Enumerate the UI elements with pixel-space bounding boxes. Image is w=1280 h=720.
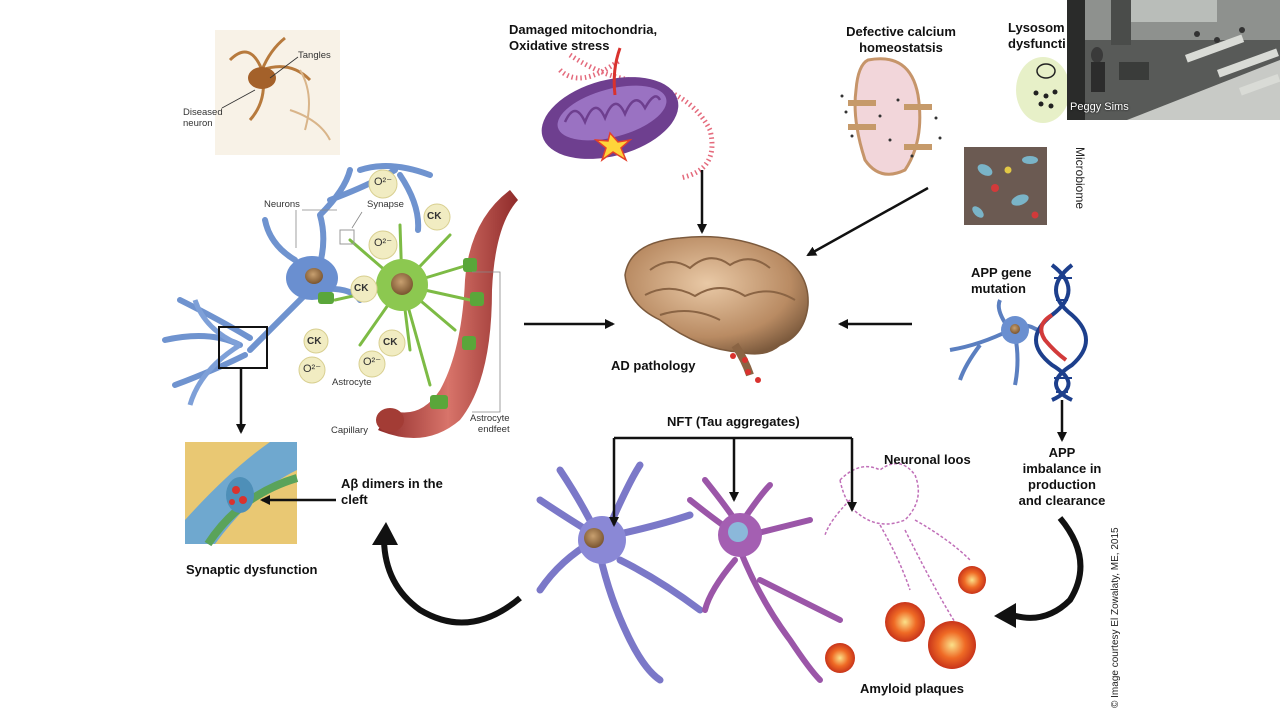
label-microbiome: Microbiome bbox=[1073, 147, 1087, 210]
label-astrocyte: Astrocyte bbox=[332, 377, 372, 388]
calcium-cell-illustration bbox=[840, 57, 942, 176]
label-ck-1: CK bbox=[427, 211, 442, 222]
label-synapse: Synapse bbox=[367, 199, 404, 210]
brain-illustration bbox=[624, 235, 809, 383]
label-defective-calcium: Defective calcium homeostatsis bbox=[846, 24, 956, 55]
label-damaged-mitochondria: Damaged mitochondria, Oxidative stress bbox=[509, 22, 658, 53]
amyloid-plaques bbox=[825, 566, 986, 673]
label-diseased-neuron: Diseased neuron bbox=[183, 107, 223, 129]
label-ck-2: CK bbox=[354, 283, 369, 294]
label-neurons: Neurons bbox=[264, 199, 300, 210]
label-o2-2: O²⁻ bbox=[374, 237, 393, 249]
label-ab-dimers: Aβ dimers in the cleft bbox=[341, 476, 443, 507]
nft-neuron-1 bbox=[536, 461, 704, 684]
label-ad-pathology: AD pathology bbox=[611, 358, 696, 373]
label-app-imbalance: APP imbalance in production and clearanc… bbox=[1018, 445, 1106, 508]
label-o2-3: O²⁻ bbox=[363, 356, 382, 368]
neurovascular-unit-illustration bbox=[162, 163, 518, 438]
curved-arrows bbox=[372, 516, 1084, 628]
label-capillary: Capillary bbox=[331, 425, 368, 436]
video-feed bbox=[1067, 0, 1280, 120]
label-astrocyte-endfeet: Astrocyte endfeet bbox=[470, 413, 510, 435]
label-image-credit: © Image courtesy El Zowalaty, ME, 2015 bbox=[1110, 527, 1121, 708]
label-app-gene-mutation: APP gene mutation bbox=[971, 265, 1032, 296]
video-participant-tile[interactable]: Peggy Sims bbox=[1067, 0, 1280, 120]
label-ck-3: CK bbox=[307, 336, 322, 347]
microbiome-illustration bbox=[964, 147, 1047, 225]
label-ck-4: CK bbox=[383, 337, 398, 348]
label-amyloid-plaques: Amyloid plaques bbox=[860, 681, 965, 696]
participant-name: Peggy Sims bbox=[1070, 101, 1129, 113]
lysosome-illustration bbox=[1016, 57, 1070, 123]
label-synaptic-dysfunction: Synaptic dysfunction bbox=[186, 562, 318, 577]
nft-neuron-2 bbox=[687, 477, 843, 683]
arrows bbox=[236, 170, 1067, 527]
label-o2-1: O²⁻ bbox=[374, 176, 393, 188]
neuronal-loss-fragments bbox=[824, 462, 971, 631]
label-nft: NFT (Tau aggregates) bbox=[667, 414, 800, 429]
damaged-mitochondrion-illustration bbox=[541, 47, 715, 181]
diseased-neuron-illustration bbox=[215, 30, 340, 155]
synapse-inset bbox=[185, 442, 299, 547]
label-o2-4: O²⁻ bbox=[303, 363, 322, 375]
app-gene-illustration bbox=[949, 263, 1088, 402]
label-lysosomal-dysfunction: Lysosom dysfuncti bbox=[1008, 20, 1066, 51]
label-tangles: Tangles bbox=[298, 50, 331, 61]
label-neuronal-loss: Neuronal loos bbox=[884, 452, 971, 467]
